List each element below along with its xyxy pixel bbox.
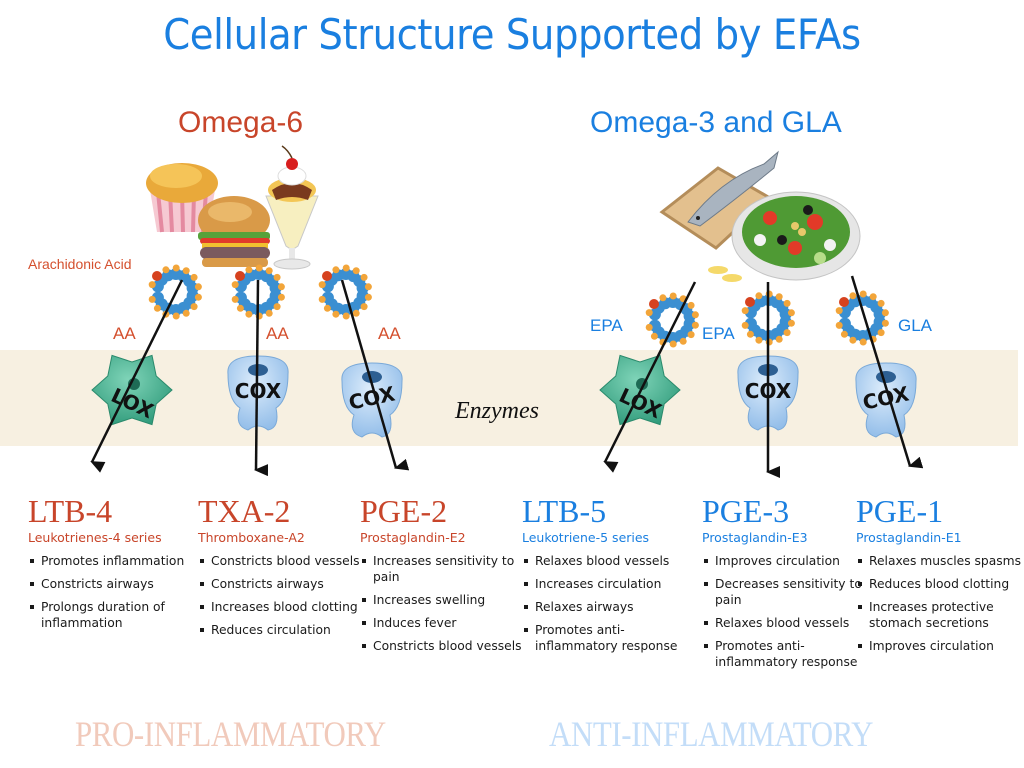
- fatty-acid-molecule-icon: [741, 290, 795, 346]
- eicosanoid-abbr: PGE-1: [856, 493, 944, 529]
- omega3-title: Omega-3 and GLA: [590, 106, 842, 139]
- effect-item: Relaxes airways: [522, 599, 690, 615]
- lox-enzyme-icon: LOX: [91, 354, 173, 426]
- effect-item: Relaxes muscles spasms: [856, 553, 1024, 569]
- effect-item: Constricts blood vessels: [198, 553, 366, 569]
- effect-item: Increases blood clotting: [198, 599, 366, 615]
- enzymes-band: [0, 350, 1018, 446]
- eicosanoid-full-name: Prostaglandin-E3: [702, 530, 808, 545]
- effect-item: Constricts airways: [198, 576, 366, 592]
- pathway-arrow: [850, 275, 924, 469]
- fa-label-aa-3: AA: [378, 324, 401, 343]
- enzyme-label: COX: [235, 379, 282, 403]
- eicosanoid-full-name: Prostaglandin-E2: [360, 530, 466, 545]
- enzymes-label: Enzymes: [455, 398, 539, 424]
- effect-item: Promotes anti-inflammatory response: [522, 622, 690, 654]
- effect-item: Constricts airways: [28, 576, 196, 592]
- effect-item: Relaxes blood vessels: [522, 553, 690, 569]
- cox-enzyme-icon: COX: [855, 362, 917, 438]
- cox-enzyme-icon: COX: [341, 362, 403, 438]
- pro-inflammatory-label: PRO-INFLAMMATORY: [75, 714, 386, 754]
- effect-item: Improves circulation: [856, 638, 1024, 654]
- pathway-arrow: [254, 279, 269, 477]
- fa-label-aa-1: AA: [113, 324, 136, 343]
- effect-item: Reduces circulation: [198, 622, 366, 638]
- effect-item: Increases swelling: [360, 592, 528, 608]
- fa-label-epa-2: EPA: [702, 324, 735, 343]
- effect-item: Increases protective stomach secretions: [856, 599, 1024, 631]
- page-title: Cellular Structure Supported by EFAs: [163, 10, 861, 59]
- effect-item: Promotes inflammation: [28, 553, 196, 569]
- eicosanoid-full-name: Leukotrienes-4 series: [28, 530, 162, 545]
- effect-item: Improves circulation: [702, 553, 870, 569]
- fa-label-aa-2: AA: [266, 324, 289, 343]
- eicosanoid-abbr: LTB-5: [522, 493, 607, 529]
- effect-item: Increases circulation: [522, 576, 690, 592]
- pathway-arrow: [603, 281, 697, 473]
- pathway-arrow: [340, 279, 410, 471]
- eicosanoid-abbr: TXA-2: [198, 493, 291, 529]
- effect-item: Induces fever: [360, 615, 528, 631]
- fatty-acid-molecule-icon: [835, 290, 889, 346]
- fatty-acid-molecule-icon: [231, 264, 285, 320]
- effect-item: Relaxes blood vessels: [702, 615, 870, 631]
- effect-item: Increases sensitivity to pain: [360, 553, 528, 585]
- ice-cream-sundae-icon: [265, 145, 319, 270]
- anti-inflammatory-label: ANTI-INFLAMMATORY: [549, 714, 874, 754]
- pathway-arrow: [90, 279, 184, 473]
- oil-capsules-icon: [708, 266, 742, 282]
- fatty-acid-molecule-icon: [645, 292, 699, 348]
- fatty-acid-molecule-icon: [318, 264, 372, 320]
- cox-enzyme-icon: COX: [737, 355, 799, 431]
- effect-item: Prolongs duration of inflammation: [28, 599, 196, 631]
- arachidonic-acid-label: Arachidonic Acid: [28, 256, 132, 272]
- eicosanoid-full-name: Thromboxane-A2: [198, 530, 305, 545]
- salad-icon: [731, 191, 861, 281]
- eicosanoid-full-name: Leukotriene-5 series: [522, 530, 650, 545]
- eicosanoid-abbr: PGE-2: [360, 493, 448, 529]
- eicosanoid-full-name: Prostaglandin-E1: [856, 530, 962, 545]
- eicosanoid-abbr: LTB-4: [28, 493, 113, 529]
- effect-item: Decreases sensitivity to pain: [702, 576, 870, 608]
- eicosanoid-abbr: PGE-3: [702, 493, 790, 529]
- fa-label-gla: GLA: [898, 316, 933, 335]
- omega6-title: Omega-6: [178, 106, 304, 139]
- effect-item: Constricts blood vessels: [360, 638, 528, 654]
- effect-item: Promotes anti-inflammatory response: [702, 638, 870, 670]
- fa-label-epa-1: EPA: [590, 316, 623, 335]
- effect-item: Reduces blood clotting: [856, 576, 1024, 592]
- hamburger-icon: [198, 196, 270, 267]
- fish-icon: [687, 150, 779, 227]
